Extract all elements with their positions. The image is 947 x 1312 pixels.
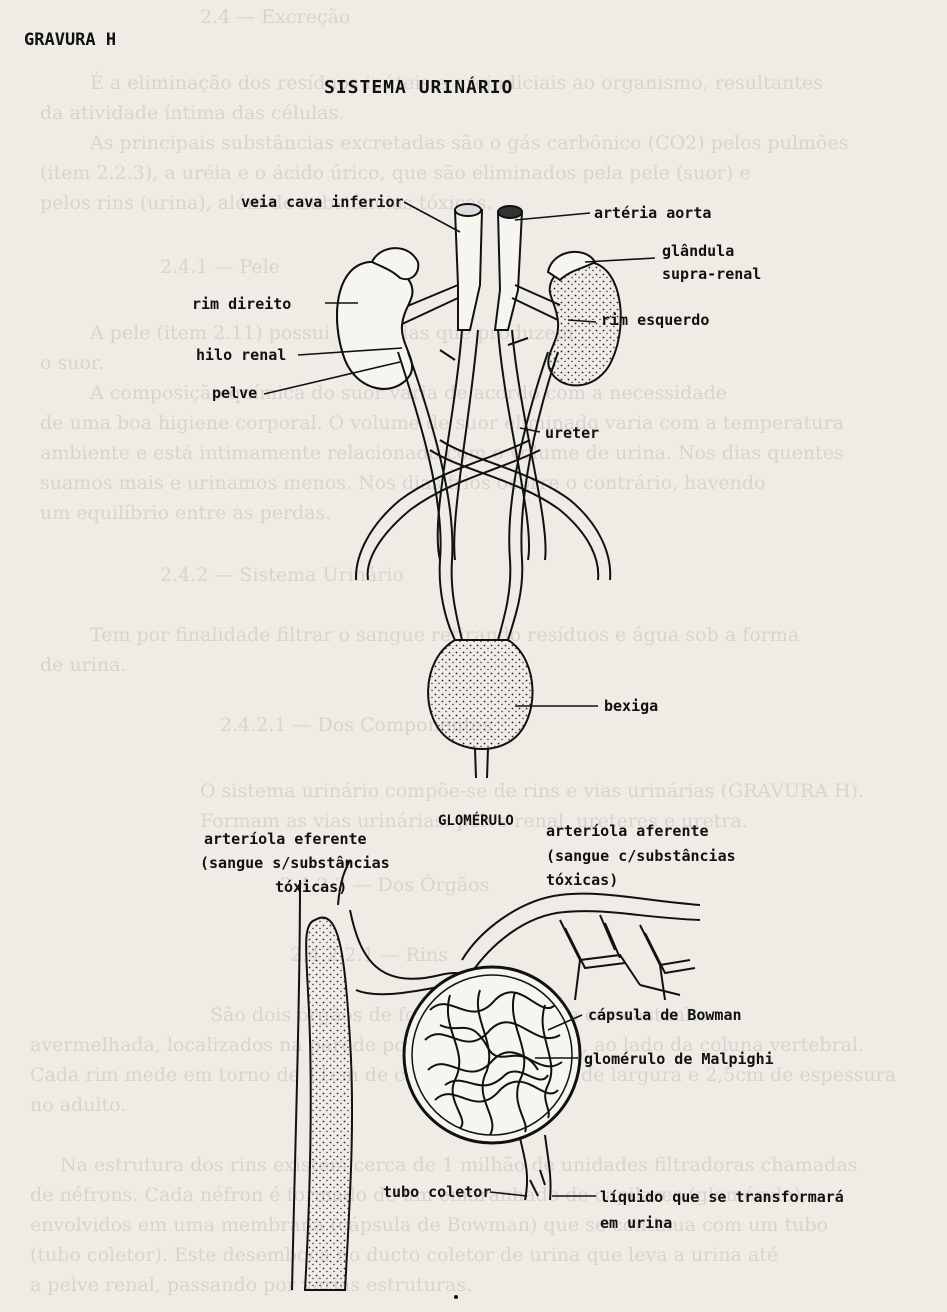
label-efferent-line3: tóxicas) [275,878,347,896]
bladder-shape [428,640,532,778]
label-adrenal-gland-line1: glândula [662,242,734,260]
label-afferent-line1: arteríola aferente [546,822,709,840]
collecting-tube-shape [520,1135,551,1200]
figure-label: GRAVURA H [24,30,116,50]
label-afferent-line2: (sangue c/substâncias [546,847,736,865]
label-adrenal-gland-line2: supra-renal [662,265,761,283]
label-left-kidney: rim esquerdo [601,311,709,329]
label-right-kidney: rim direito [192,295,291,313]
aorta-shape [495,206,522,330]
label-renal-hilum: hilo renal [196,346,286,364]
label-malpighi-glomerulus: glomérulo de Malpighi [584,1050,774,1068]
label-pelvis: pelve [212,384,257,402]
label-fluid-line2: em urina [600,1214,672,1232]
glomerulus-title: GLOMÉRULO [438,813,514,829]
capillary-vessel-shape [305,918,352,1290]
label-aorta: artéria aorta [594,204,711,222]
vena-cava-inferior-shape [455,204,482,330]
glomerulus-diagram [292,860,700,1299]
label-afferent-line3: tóxicas) [546,871,618,889]
label-bladder: bexiga [604,697,658,715]
label-fluid-line1: líquido que se transformará [600,1188,844,1206]
bowman-capsule-shape [404,967,580,1143]
label-bowman-capsule: cápsula de Bowman [588,1006,742,1024]
urinary-system-title: SISTEMA URINÁRIO [324,77,513,98]
label-collecting-tube: tubo coletor [383,1183,491,1201]
label-ureter: ureter [545,424,599,442]
label-efferent-line2: (sangue s/substâncias [200,854,390,872]
label-efferent-line1: arteríola eferente [204,830,367,848]
label-vena-cava: veia cava inferior [241,193,404,211]
urinary-system-diagram [337,204,621,778]
